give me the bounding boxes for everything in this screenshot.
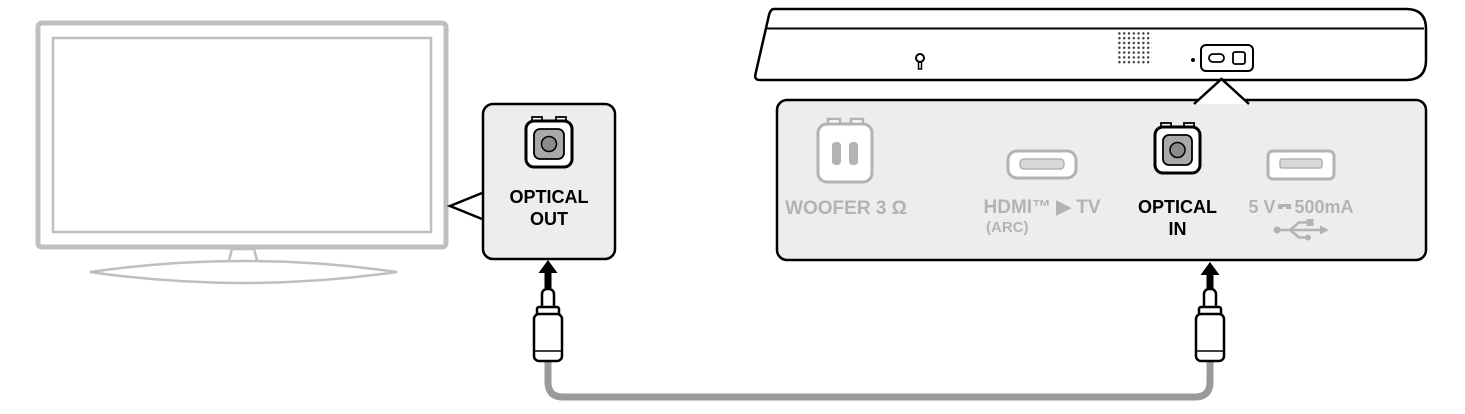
hdmi-label: HDMI™ ▶ TV <box>983 197 1101 218</box>
usb-power-prefix: 5 V <box>1248 197 1276 217</box>
panel-notch-stroke <box>1193 77 1250 105</box>
hdmi-arc-sublabel: (ARC) <box>986 219 1029 236</box>
optical-out-label-line2: OUT <box>530 209 568 229</box>
soundbar-keyhole <box>915 53 925 70</box>
tv-screen <box>51 36 433 234</box>
woofer-label: WOOFER 3 Ω <box>785 198 907 219</box>
usb-power-label: 5 V 500mA <box>1238 197 1364 218</box>
optical-in-label-line1: OPTICAL <box>1138 197 1217 217</box>
usb-power-suffix: 500mA <box>1294 197 1354 217</box>
tv <box>35 20 449 285</box>
soundbar-usb-port <box>1208 53 1225 63</box>
optical-plug-right <box>1194 287 1226 363</box>
usb-port-icon <box>1266 149 1336 181</box>
up-arrow-left-icon <box>538 260 558 288</box>
soundbar-body <box>753 7 1428 82</box>
panel-notch-fill <box>1194 79 1249 104</box>
optical-cable <box>544 350 1214 401</box>
optical-out-callout-box <box>481 102 617 261</box>
optical-out-port-icon <box>524 116 574 169</box>
optical-out-label-line1: OPTICAL <box>509 187 589 207</box>
soundbar-optical-port <box>1232 51 1246 65</box>
hdmi-port-icon <box>1006 149 1078 180</box>
woofer-port-icon <box>816 117 874 184</box>
soundbar <box>753 7 1428 82</box>
tv-stand-base <box>89 259 398 285</box>
optical-in-label-line2: IN <box>1168 219 1187 239</box>
optical-in-port-icon <box>1153 122 1202 175</box>
rear-panel-box <box>775 98 1428 262</box>
usb-symbol-icon <box>1273 219 1329 241</box>
optical-out-box <box>481 102 617 261</box>
callout-tail-fill <box>450 191 487 221</box>
up-arrow-right-icon <box>1200 262 1220 289</box>
soundbar-connector-recess <box>1191 44 1254 72</box>
callout-tail-stroke <box>446 189 488 223</box>
optical-plug-left <box>532 287 564 363</box>
soundbar-grille <box>1117 31 1152 64</box>
dc-symbol-icon <box>1278 203 1292 209</box>
